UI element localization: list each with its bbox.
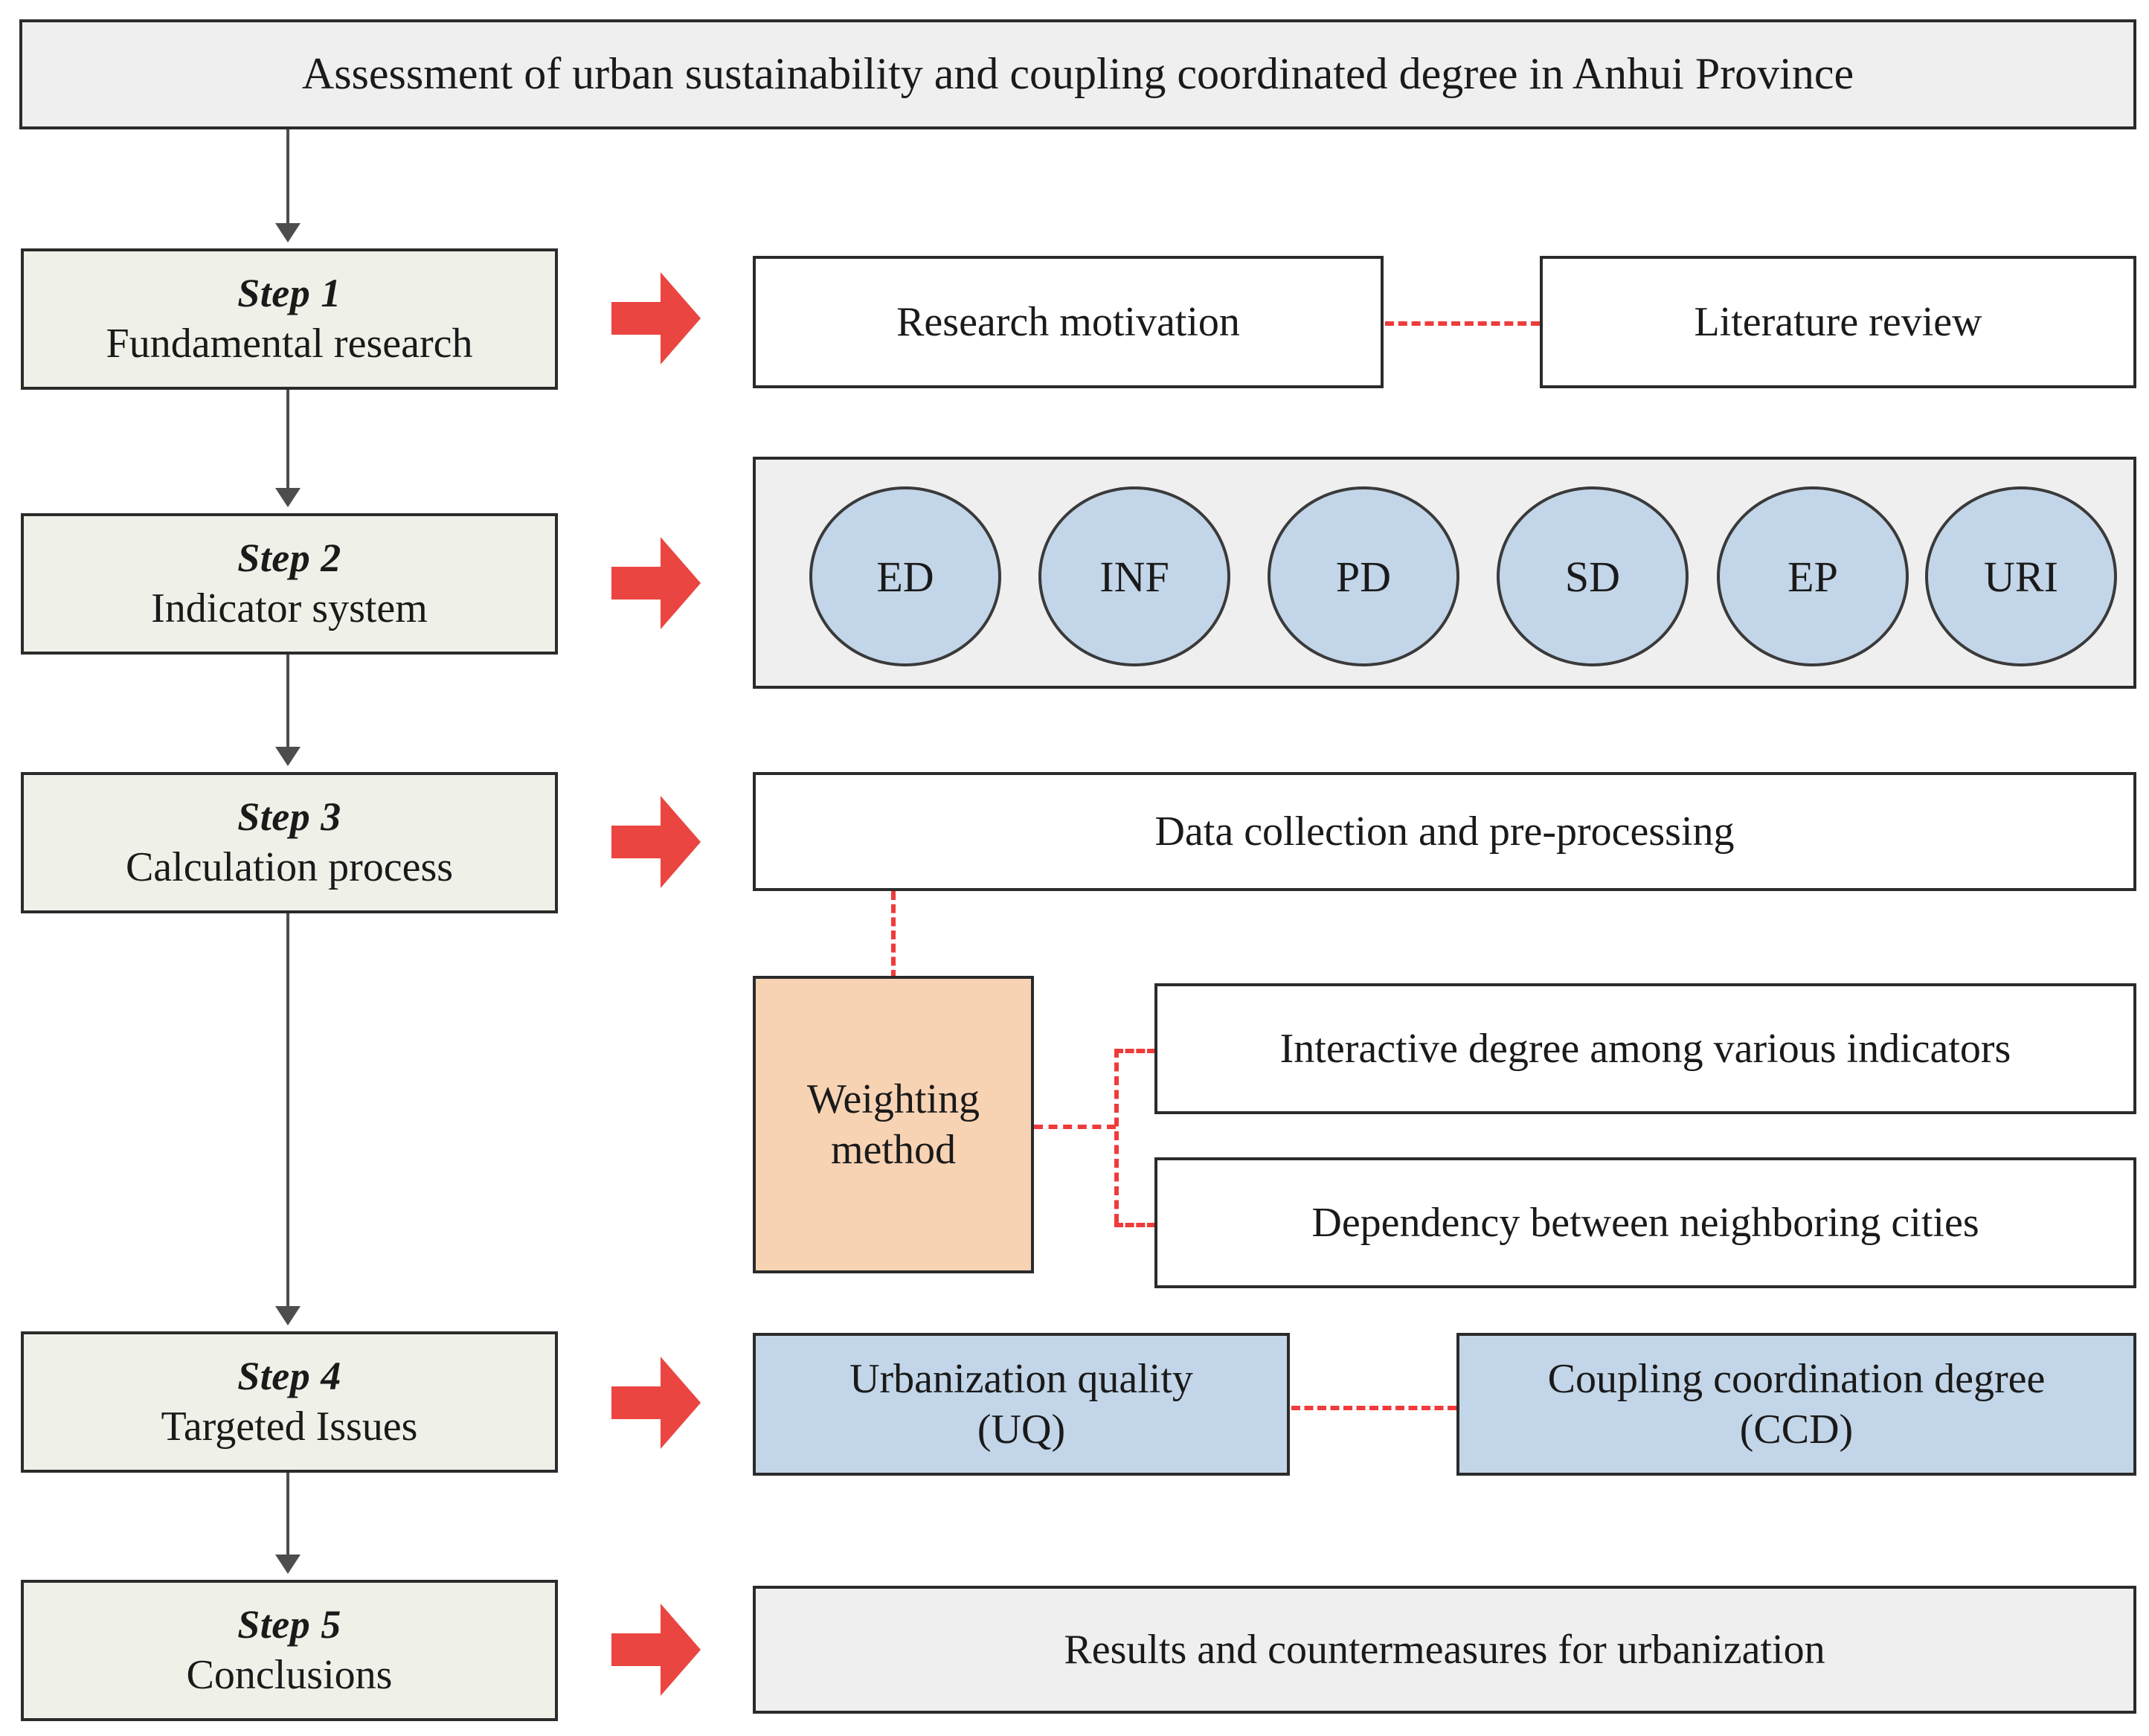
step-3-number: Step 3 (237, 794, 341, 839)
indicator-label-ep: EP (1787, 552, 1838, 601)
step-2-label-box[interactable]: Step 2 Indicator system (21, 513, 558, 655)
step-5-number: Step 5 (237, 1601, 341, 1647)
dependency-box[interactable]: Dependency between neighboring cities (1154, 1157, 2136, 1288)
weighting-method-label-line1: Weighting (807, 1076, 980, 1122)
red-block-arrow-right-icon (611, 272, 701, 364)
indicator-circle-pd[interactable]: PD (1268, 486, 1459, 666)
step-4-name: Targeted Issues (161, 1403, 418, 1450)
interactive-degree-label: Interactive degree among various indicat… (1279, 1025, 2011, 1072)
page-title: Assessment of urban sustainability and c… (19, 19, 2136, 129)
results-label: Results and countermeasures for urbaniza… (1064, 1626, 1825, 1673)
interactive-degree-box[interactable]: Interactive degree among various indicat… (1154, 983, 2136, 1114)
step-2-name: Indicator system (151, 585, 428, 631)
coupling-coordination-degree-box[interactable]: Coupling coordination degree (CCD) (1456, 1333, 2136, 1476)
step-3-label-box[interactable]: Step 3 Calculation process (21, 772, 558, 913)
step-4-number: Step 4 (237, 1353, 341, 1398)
indicator-label-pd: PD (1335, 552, 1392, 601)
connector-weighting-to-interactive (1114, 1049, 1156, 1053)
weighting-method-label-line2: method (831, 1127, 956, 1173)
connector-title-to-step1 (286, 129, 289, 228)
step-1-name: Fundamental research (106, 320, 473, 367)
page-title-text: Assessment of urban sustainability and c… (301, 49, 1854, 99)
ccd-label-line2: (CCD) (1739, 1407, 1854, 1453)
step-3-name: Calculation process (125, 843, 454, 890)
step-1-number: Step 1 (237, 270, 341, 315)
dependency-label: Dependency between neighboring cities (1311, 1199, 1979, 1246)
indicator-circle-inf[interactable]: INF (1038, 486, 1230, 666)
red-block-arrow-right-icon (611, 796, 701, 888)
red-block-arrow-right-icon (611, 1357, 701, 1449)
indicator-label-uri: URI (1984, 552, 2058, 601)
connector-motivation-to-literature (1385, 321, 1540, 326)
down-arrow-icon (275, 488, 301, 507)
urbanization-quality-box[interactable]: Urbanization quality (UQ) (753, 1333, 1290, 1476)
urbanization-quality-label-line1: Urbanization quality (849, 1355, 1193, 1402)
data-collection-label: Data collection and pre-processing (1154, 808, 1735, 855)
step-1-label-box[interactable]: Step 1 Fundamental research (21, 248, 558, 390)
ccd-label-line1: Coupling coordination degree (1547, 1355, 2046, 1402)
step-5-label-box[interactable]: Step 5 Conclusions (21, 1580, 558, 1721)
connector-data-to-weighting (891, 891, 896, 979)
literature-review-box[interactable]: Literature review (1540, 256, 2136, 388)
connector-weighting-branch-spine (1114, 1049, 1119, 1223)
red-block-arrow-right-icon (611, 1604, 701, 1696)
step-5-name: Conclusions (186, 1651, 393, 1698)
connector-step2-to-step3 (286, 655, 289, 750)
data-collection-box[interactable]: Data collection and pre-processing (753, 772, 2136, 891)
step-2-number: Step 2 (237, 535, 341, 580)
research-motivation-label: Research motivation (896, 298, 1240, 345)
indicator-system-panel: ED INF PD SD EP URI (753, 457, 2136, 689)
indicator-label-ed: ED (876, 552, 934, 601)
connector-step3-to-step4 (286, 913, 289, 1309)
indicator-circle-sd[interactable]: SD (1497, 486, 1689, 666)
indicator-circle-ep[interactable]: EP (1717, 486, 1909, 666)
down-arrow-icon (275, 223, 301, 242)
indicator-circle-uri[interactable]: URI (1925, 486, 2117, 666)
indicator-label-sd: SD (1564, 552, 1621, 601)
down-arrow-icon (275, 1306, 301, 1325)
weighting-method-box[interactable]: Weighting method (753, 976, 1034, 1273)
results-box[interactable]: Results and countermeasures for urbaniza… (753, 1586, 2136, 1714)
research-motivation-box[interactable]: Research motivation (753, 256, 1384, 388)
indicator-circle-ed[interactable]: ED (809, 486, 1001, 666)
connector-step1-to-step2 (286, 390, 289, 491)
down-arrow-icon (275, 1555, 301, 1574)
step-4-label-box[interactable]: Step 4 Targeted Issues (21, 1331, 558, 1473)
indicator-label-inf: INF (1099, 552, 1169, 601)
down-arrow-icon (275, 747, 301, 766)
connector-step4-to-step5 (286, 1473, 289, 1557)
red-block-arrow-right-icon (611, 537, 701, 629)
literature-review-label: Literature review (1694, 298, 1982, 345)
connector-weighting-trunk (1034, 1125, 1116, 1129)
urbanization-quality-label-line2: (UQ) (977, 1407, 1066, 1453)
connector-uq-to-ccd (1291, 1406, 1456, 1410)
connector-weighting-to-dependency (1114, 1223, 1156, 1227)
